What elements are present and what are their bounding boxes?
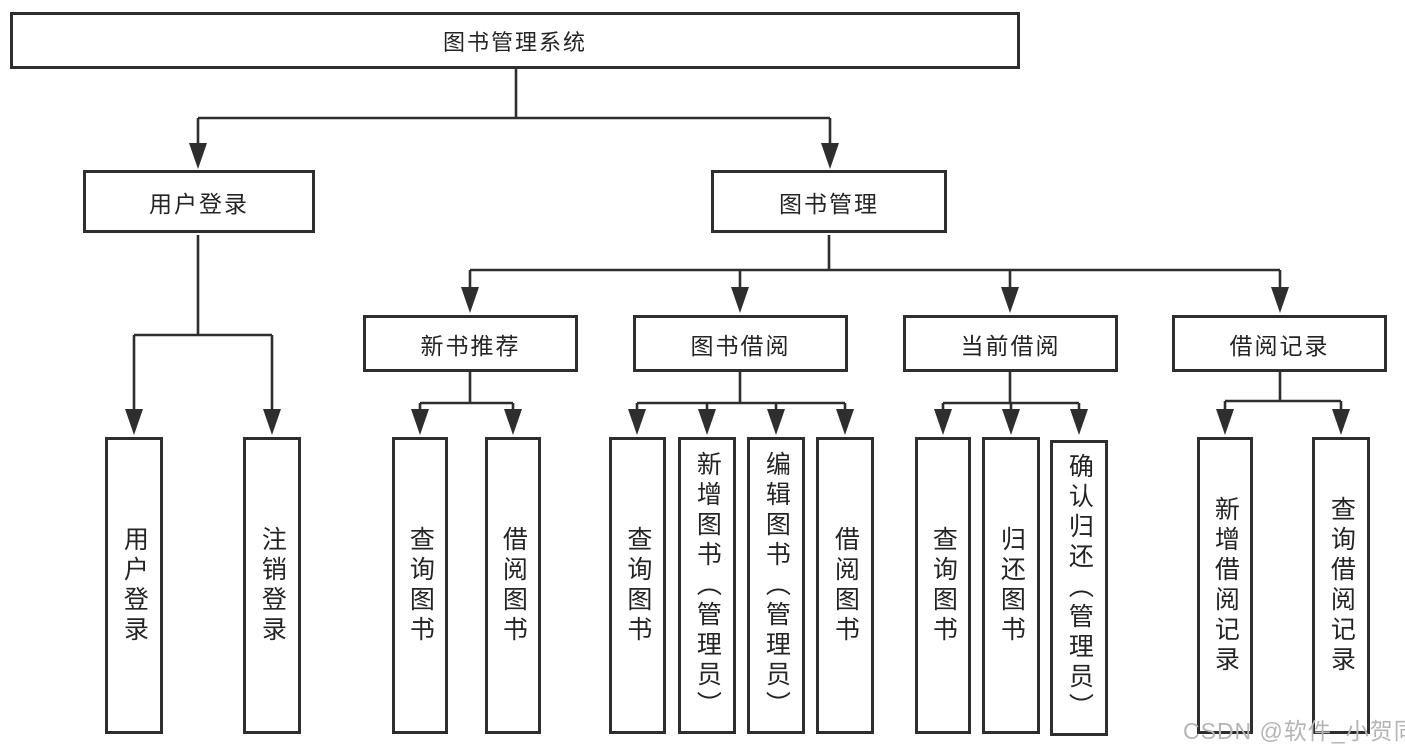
leaf-cb-query-books: 查询图书 [915, 437, 971, 734]
node-label: 图书管理系统 [442, 29, 587, 55]
leaf-cb-return-books: 归还图书 [982, 437, 1040, 734]
node-label: 用户登录 [149, 190, 249, 217]
node-label: 图书管理 [779, 190, 879, 217]
csdn-watermark: CSDN @软件_小贺同学 [1183, 718, 1405, 744]
node-label: 新书推荐 [420, 332, 521, 359]
leaf-label: 确认归还（管理员） [1065, 453, 1094, 723]
node-borrowing-records: 借阅记录 [1172, 315, 1387, 372]
leaf-cb-confirm-return: 确认归还（管理员） [1050, 440, 1108, 736]
node-label: 图书借阅 [690, 332, 791, 359]
leaf-bb-add-books: 新增图书（管理员） [678, 437, 736, 734]
leaf-bb-edit-books: 编辑图书（管理员） [747, 437, 805, 734]
leaf-label: 查询图书 [406, 525, 435, 646]
leaf-label: 查询借阅记录 [1327, 495, 1356, 676]
leaf-br-add-record: 新增借阅记录 [1197, 437, 1253, 734]
leaf-br-query-record: 查询借阅记录 [1312, 437, 1370, 734]
leaf-label: 查询图书 [929, 525, 958, 646]
leaf-label: 编辑图书（管理员） [762, 450, 791, 721]
leaf-user-login: 用户登录 [105, 437, 163, 734]
node-book-borrowing: 图书借阅 [633, 315, 848, 372]
node-book-management: 图书管理 [711, 170, 947, 233]
leaf-bb-borrow-books: 借阅图书 [816, 437, 874, 734]
leaf-label: 新增借阅记录 [1211, 495, 1240, 676]
node-new-book-recommend: 新书推荐 [363, 315, 578, 372]
leaf-bb-query-books: 查询图书 [609, 437, 666, 734]
node-label: 当前借阅 [960, 332, 1061, 359]
leaf-label: 借阅图书 [831, 525, 860, 646]
leaf-label: 归还图书 [997, 525, 1026, 646]
leaf-label: 用户登录 [120, 525, 149, 646]
node-label: 借阅记录 [1229, 332, 1330, 359]
node-current-borrowing: 当前借阅 [903, 315, 1118, 372]
node-library-system: 图书管理系统 [10, 12, 1020, 69]
leaf-nb-borrow-books: 借阅图书 [485, 437, 541, 734]
leaf-label: 新增图书（管理员） [693, 450, 722, 721]
node-user-login: 用户登录 [83, 170, 315, 233]
leaf-label: 借阅图书 [499, 525, 528, 646]
leaf-label: 查询图书 [623, 525, 652, 646]
leaf-logout: 注销登录 [243, 437, 301, 734]
leaf-label: 注销登录 [258, 525, 287, 646]
leaf-nb-query-books: 查询图书 [392, 437, 448, 734]
